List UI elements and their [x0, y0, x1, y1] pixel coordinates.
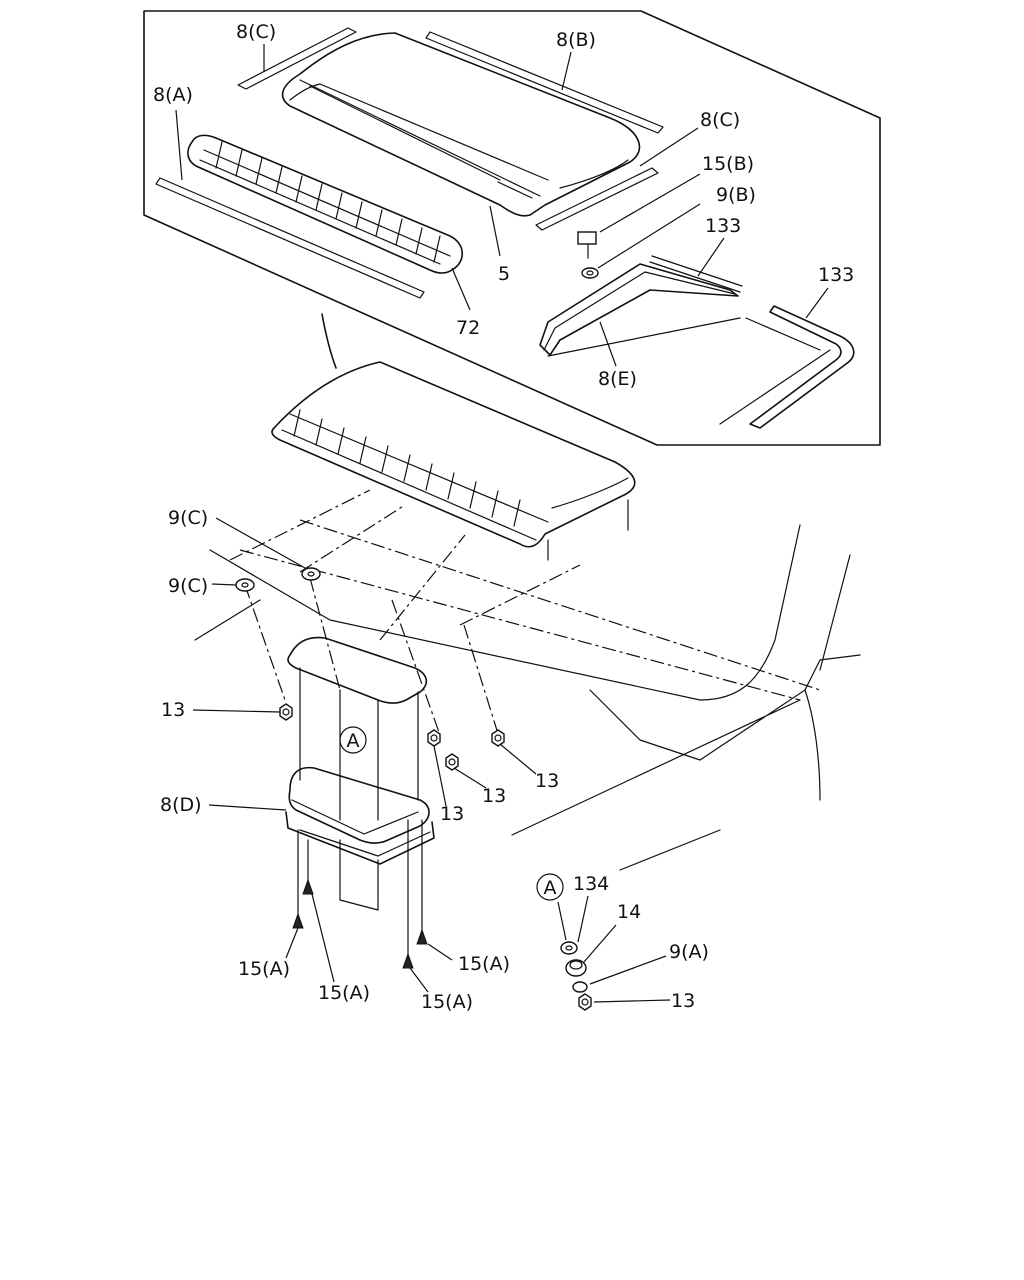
seal-strip-8a [155, 177, 425, 299]
label-14: 14 [617, 901, 641, 923]
label-15a-3: 15(A) [458, 953, 510, 975]
nut-13-left [279, 703, 293, 721]
label-13-right: 13 [535, 770, 559, 792]
duct-gasket-8d [285, 636, 435, 911]
studs-15a [292, 819, 428, 969]
label-8b: 8(B) [556, 29, 596, 51]
label-8a: 8(A) [153, 84, 193, 106]
label-9c-b: 9(C) [168, 575, 208, 597]
label-8e: 8(E) [598, 368, 637, 390]
callout-a-detail-label: A [544, 877, 557, 899]
frame-seal-8e [539, 263, 741, 357]
callout-a-main: A [339, 726, 367, 754]
hood-scoop-cover-5 [281, 32, 641, 217]
seal-strip-8c-top [237, 27, 357, 90]
label-13-detail: 13 [671, 990, 695, 1012]
grille-72 [187, 134, 464, 274]
label-134: 134 [573, 873, 609, 895]
nut-13-center-b [445, 753, 459, 771]
collar-14 [565, 959, 587, 977]
label-15a-2: 15(A) [318, 982, 370, 1004]
part-labels: 8(C) 8(B) 8(A) 8(C) 15(B) 9(B) 133 133 5… [153, 21, 854, 1013]
hood-panel [194, 519, 861, 871]
assembly-arrow [321, 313, 337, 369]
nut-13-center-a [427, 729, 441, 747]
label-9c-a: 9(C) [168, 507, 208, 529]
washer-9b [581, 267, 599, 279]
label-13-left: 13 [161, 699, 185, 721]
nut-13-right [491, 729, 505, 747]
label-15b: 15(B) [702, 153, 754, 175]
seal-strip-8c-right [535, 167, 659, 231]
label-9a: 9(A) [669, 941, 709, 963]
callout-a-detail: A [536, 873, 564, 901]
washer-9c-a [301, 567, 321, 581]
detail-inset-panel [143, 10, 881, 446]
bolt-15b [577, 231, 597, 259]
label-5: 5 [498, 263, 510, 285]
label-15a-1: 15(A) [238, 958, 290, 980]
leader-lines [175, 44, 829, 1003]
label-13-center-b: 13 [482, 785, 506, 807]
label-133-a: 133 [705, 215, 741, 237]
callout-a-main-label: A [347, 730, 360, 752]
washer-9a [572, 981, 588, 993]
label-72: 72 [456, 317, 480, 339]
seal-strip-8b [425, 31, 664, 134]
label-8c-top: 8(C) [236, 21, 276, 43]
washer-9c-b [235, 578, 255, 592]
edge-strip-133-a [649, 255, 743, 293]
edge-strip-133-b [719, 305, 855, 429]
grommet-134 [560, 941, 578, 955]
label-15a-4: 15(A) [421, 991, 473, 1013]
projection-lines [229, 489, 581, 741]
label-133-b: 133 [818, 264, 854, 286]
label-8c-right: 8(C) [700, 109, 740, 131]
nut-13-detail [578, 993, 592, 1011]
label-9b: 9(B) [716, 184, 756, 206]
label-8d: 8(D) [160, 794, 202, 816]
label-13-center-a: 13 [440, 803, 464, 825]
hood-scoop-assembled [271, 361, 636, 561]
